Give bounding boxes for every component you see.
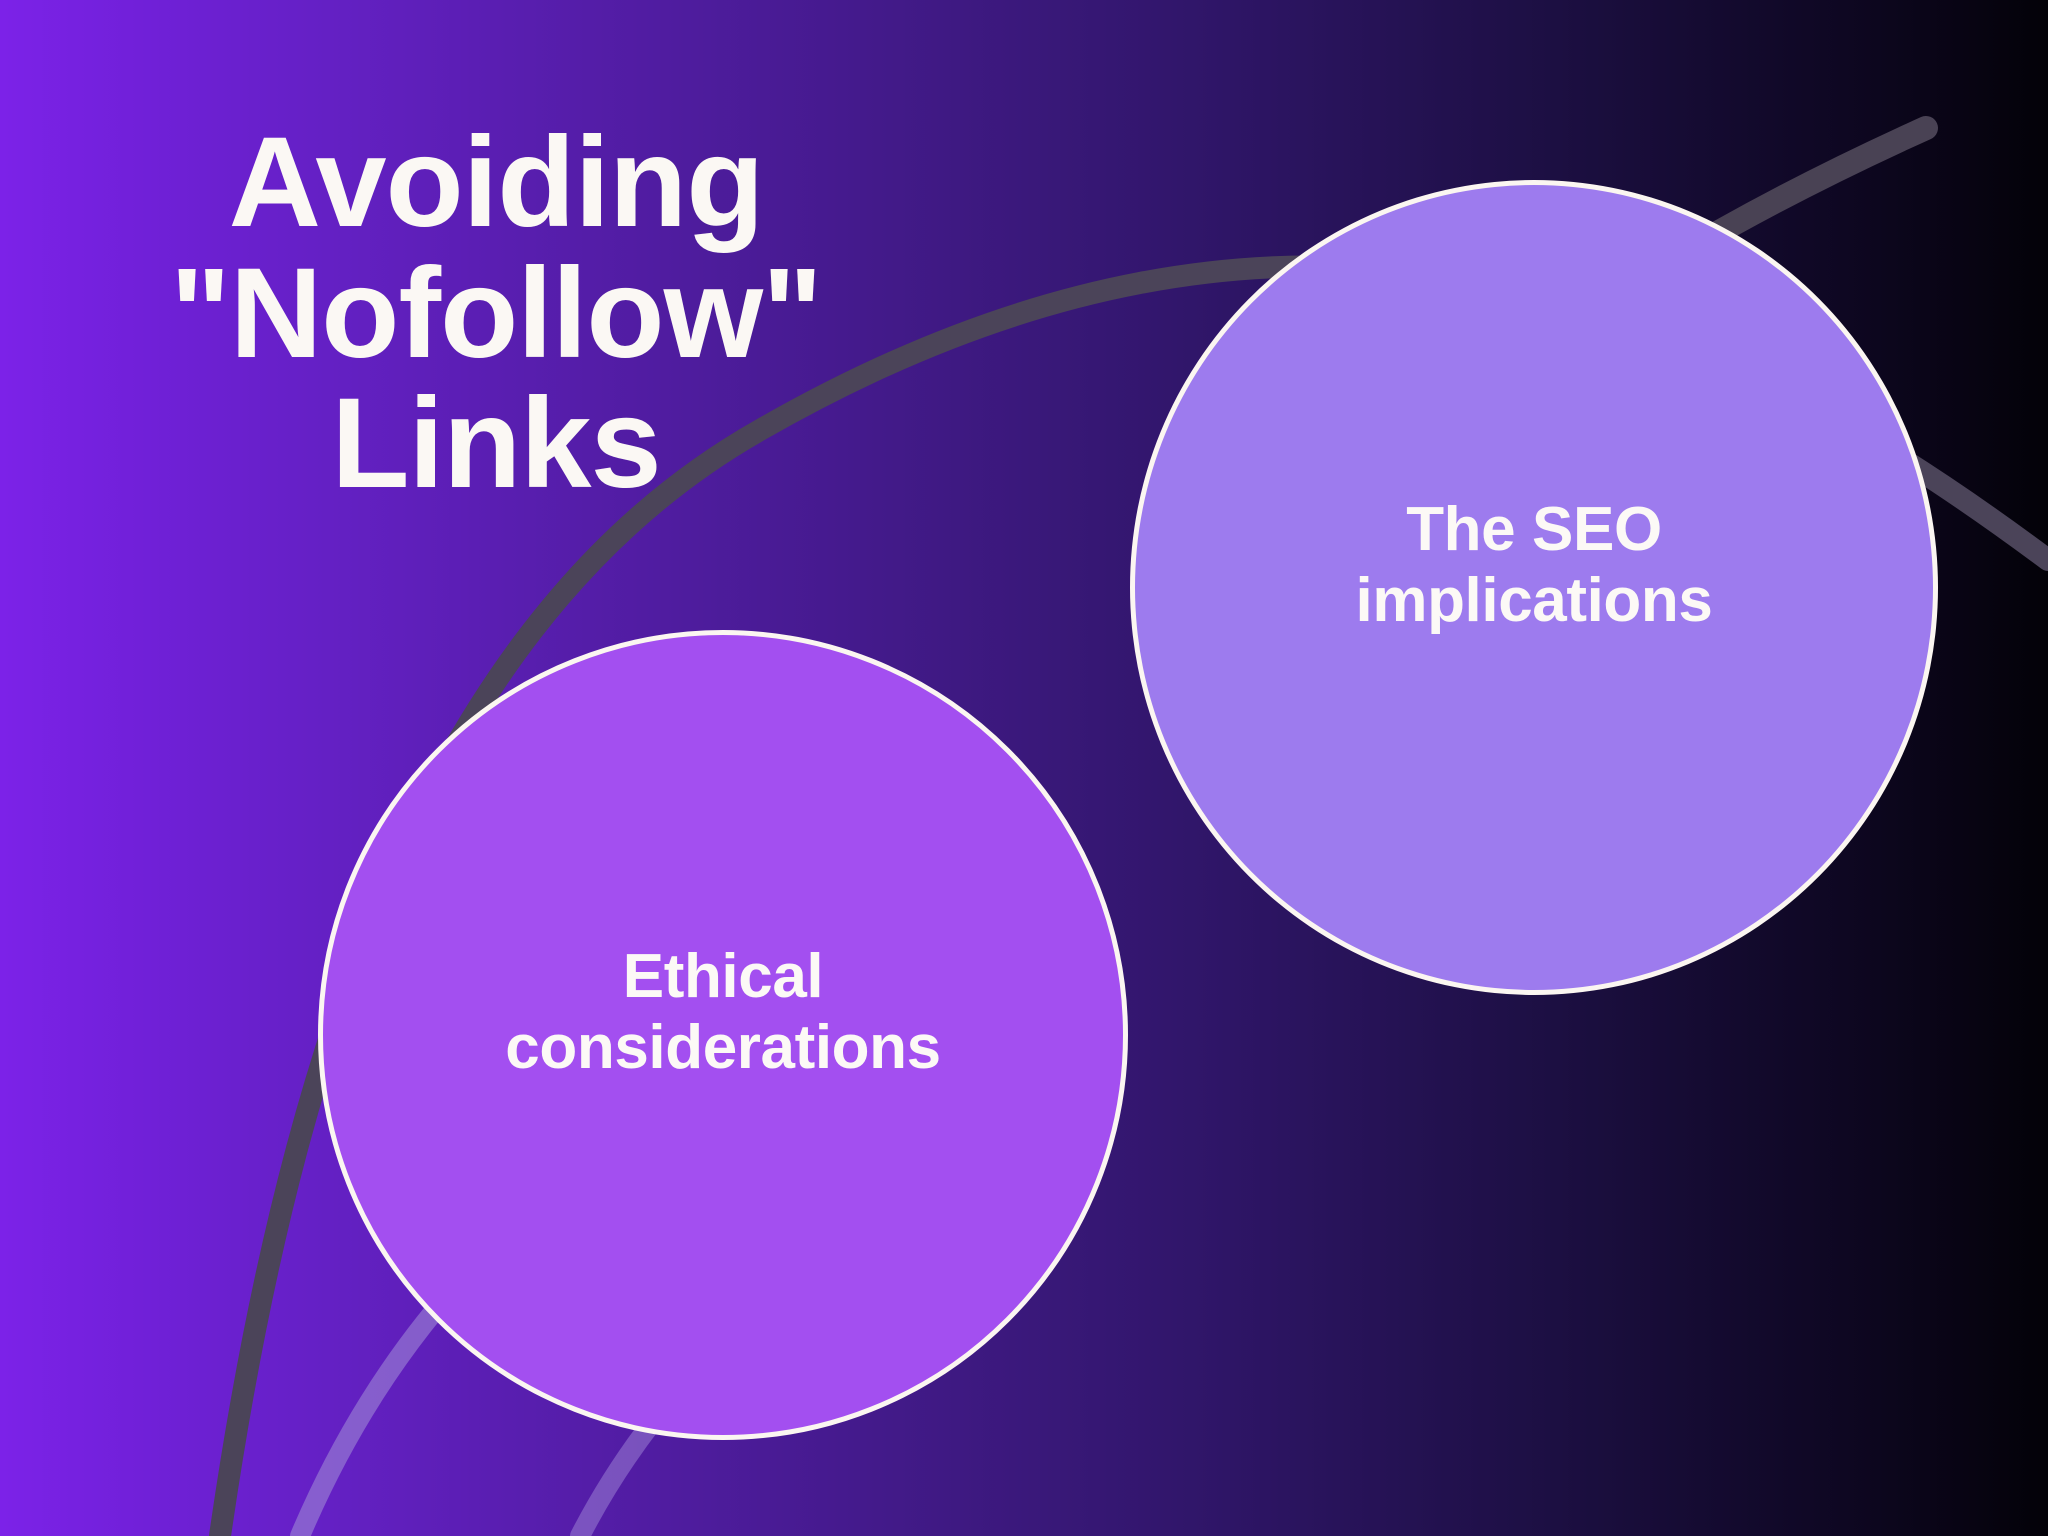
title-line-1: Avoiding (228, 111, 765, 254)
circle-seo-label-line-1: The SEO (1406, 494, 1662, 564)
circle-ethics-label-line-1: Ethical (622, 942, 824, 1012)
circle-ethics-label-line-2: considerations (505, 1013, 941, 1082)
circle-ethics-label: Ethical considerations (379, 942, 1067, 1083)
title-line-2: "Nofollow" (170, 241, 823, 385)
slide-title: Avoiding "Nofollow" Links (96, 111, 896, 516)
circle-seo-label-line-2: implications (1355, 565, 1713, 635)
circle-seo-implications: The SEO implications (1130, 180, 1938, 995)
title-line-3: Links (331, 372, 661, 516)
circle-ethical-considerations: Ethical considerations (318, 630, 1128, 1440)
circle-seo-label: The SEO implications (1191, 495, 1877, 636)
